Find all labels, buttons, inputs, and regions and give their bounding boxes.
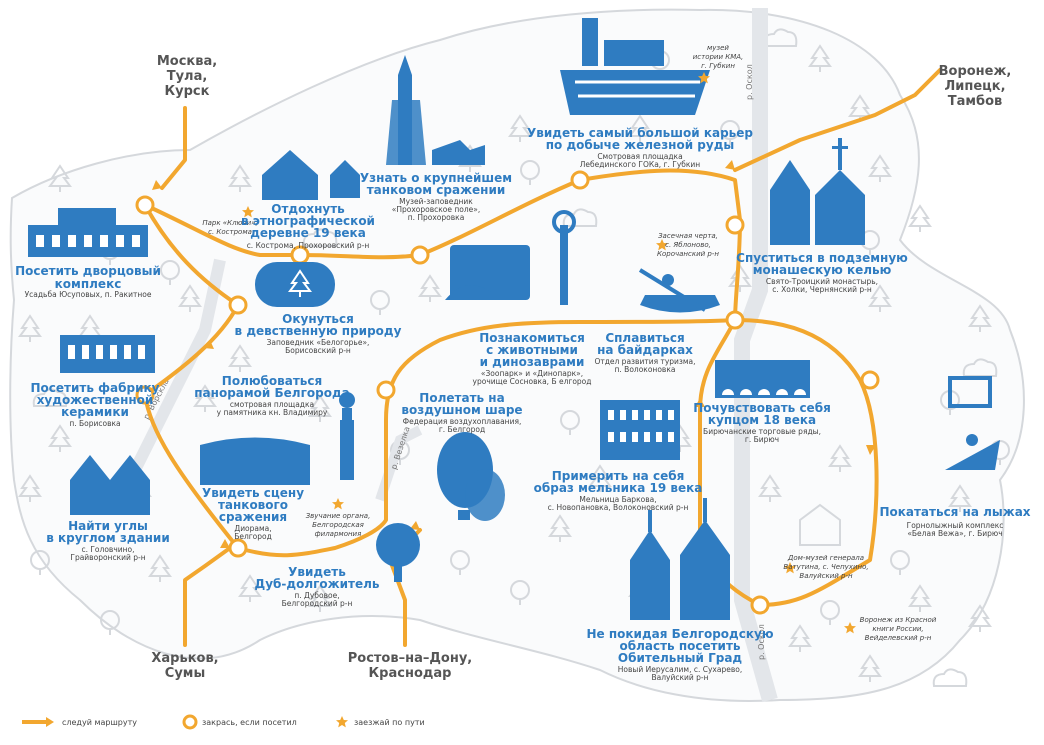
- svg-text:п. Борисовка: п. Борисовка: [69, 419, 120, 428]
- svg-text:Свято-Троицкий монастырь,с. Хо: Свято-Троицкий монастырь,с. Холки, Черня…: [766, 277, 878, 294]
- legend-star-label: заезжай по пути: [354, 718, 425, 727]
- river-label-oskol-top: р. Оскол: [745, 64, 754, 100]
- route-lines: [143, 68, 942, 647]
- svg-text:Усадьба Юсуповых, п. Ракитное: Усадьба Юсуповых, п. Ракитное: [25, 290, 152, 299]
- svg-text:Горнолыжный комплекс«Белая Веж: Горнолыжный комплекс«Белая Вежа», г. Бир…: [907, 521, 1004, 538]
- balloon-illustration: [437, 432, 505, 521]
- church-illustration: [770, 138, 865, 245]
- svg-text:Отдел развития туризма,п. Воло: Отдел развития туризма,п. Волоконовка: [594, 357, 695, 374]
- legend-route-label: следуй маршруту: [62, 718, 137, 727]
- svg-text:Покататься на лыжах: Покататься на лыжах: [879, 505, 1030, 519]
- river-label-oskol-bottom: р. Оскол: [757, 624, 766, 660]
- dom-museum-illustration: [799, 503, 841, 546]
- tank-monument-illustration: [386, 55, 485, 165]
- vladimir-monument-illustration: [339, 392, 355, 480]
- svg-text:Федерация воздухоплавания,г. Б: Федерация воздухоплавания,г. Белгород: [403, 417, 522, 434]
- svg-text:«Зоопарк» и «Динопарк»,урочище: «Зоопарк» и «Динопарк»,урочище Сосновка,…: [473, 369, 592, 386]
- svg-text:п. Дубовое,Белгородский р-н: п. Дубовое,Белгородский р-н: [282, 591, 353, 608]
- svg-text:с. Кострома, Прохоровский р-н: с. Кострома, Прохоровский р-н: [247, 241, 370, 250]
- route-checkpoints: [135, 170, 880, 615]
- nature-illustration: [255, 262, 335, 307]
- palace-illustration: [28, 208, 148, 257]
- route-arrows: [152, 160, 876, 548]
- city-labels: Москва,Тула,Курск Воронеж,Липецк,Тамбов …: [151, 54, 1011, 681]
- star-label-zasechnaya: Засечная черта,с. Яблоново,Корочанский р…: [657, 232, 719, 258]
- svg-text:с. Головчино,Грайворонский р-н: с. Головчино,Грайворонский р-н: [70, 545, 145, 562]
- kayak-illustration: [638, 268, 720, 313]
- oak-illustration: [376, 523, 420, 582]
- village-houses-illustration: [229, 150, 360, 200]
- city-voronezh: Воронеж,Липецк,Тамбов: [939, 64, 1012, 109]
- svg-text:Музей-заповедник«Прохоровское: Музей-заповедник«Прохоровское поле»,п. П…: [392, 197, 481, 222]
- monastery-illustration: [630, 498, 730, 620]
- star-label-klyuchi-park: Парк «Ключи»,с. Кострома: [202, 219, 257, 236]
- svg-text:Диорама,Белгород: Диорама,Белгород: [234, 524, 272, 541]
- mill-illustration: [600, 400, 680, 460]
- legend-route-arrow: [46, 717, 54, 727]
- svg-text:Мельница Баркова,с. Новопановк: Мельница Баркова,с. Новопановка, Волокон…: [548, 495, 689, 512]
- round-building-illustration: [70, 455, 150, 515]
- svg-text:Заповедник «Белогорье»,Борисов: Заповедник «Белогорье»,Борисовский р-н: [267, 338, 370, 355]
- legend-star-icon: [336, 716, 348, 728]
- ceramics-factory-illustration: [60, 335, 155, 373]
- city-rostov: Ростов–на–Дону,Краснодар: [348, 651, 473, 681]
- svg-text:Новый Иерусалим, с. Сухарево,В: Новый Иерусалим, с. Сухарево,Валуйский р…: [618, 665, 742, 682]
- legend-circle-icon: [182, 714, 198, 730]
- legend-circle-label: закрась, если посетил: [202, 718, 297, 727]
- city-moscow: Москва,Тула,Курск: [157, 54, 217, 99]
- diorama-illustration: [200, 437, 310, 485]
- svg-text:Бирючанские торговые ряды,г. Б: Бирючанские торговые ряды,г. Бирюч: [703, 427, 821, 444]
- city-kharkov: Харьков,Сумы: [151, 651, 218, 681]
- legend: следуй маршруту закрась, если посетил за…: [22, 714, 425, 730]
- quarry-ship-illustration: [560, 18, 710, 115]
- zoo-dino-illustration: [445, 210, 576, 305]
- ski-illustration: [945, 376, 1000, 470]
- merchant-rows-illustration: [715, 360, 810, 398]
